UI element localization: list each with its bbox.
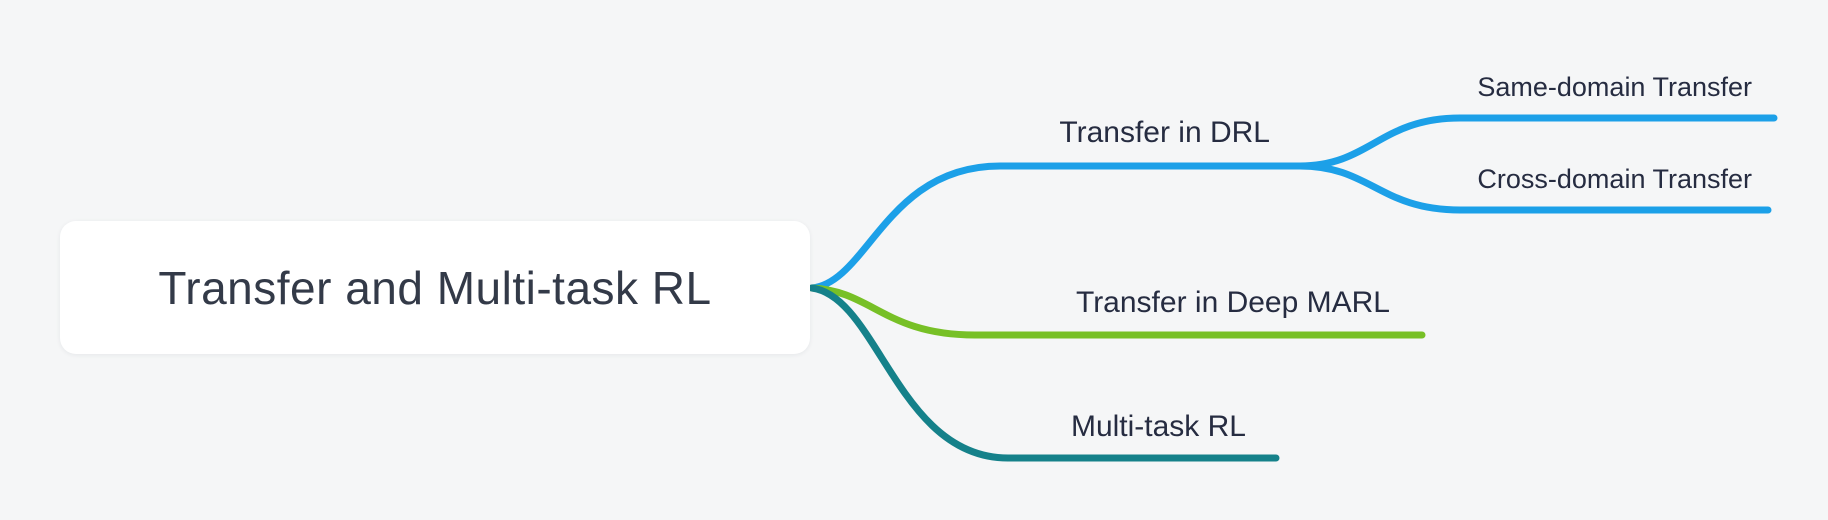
node-cross-domain-transfer[interactable]: Cross-domain Transfer [1477, 164, 1752, 194]
root-node[interactable]: Transfer and Multi-task RL [60, 221, 810, 354]
edge-cross-domain-transfer [1296, 162, 1772, 214]
node-same-domain-transfer[interactable]: Same-domain Transfer [1477, 72, 1752, 102]
edge-transfer-drl [808, 162, 1304, 292]
node-multi-task-rl[interactable]: Multi-task RL [1070, 410, 1246, 443]
edge-same-domain-transfer [1296, 114, 1778, 170]
node-transfer-in-deep-marl[interactable]: Transfer in Deep MARL [1075, 286, 1390, 319]
node-transfer-in-drl[interactable]: Transfer in DRL [1059, 116, 1270, 149]
root-node-label: Transfer and Multi-task RL [158, 261, 712, 314]
edge-transfer-deep-marl [808, 284, 1426, 339]
edge-multi-task-rl [808, 284, 1280, 462]
